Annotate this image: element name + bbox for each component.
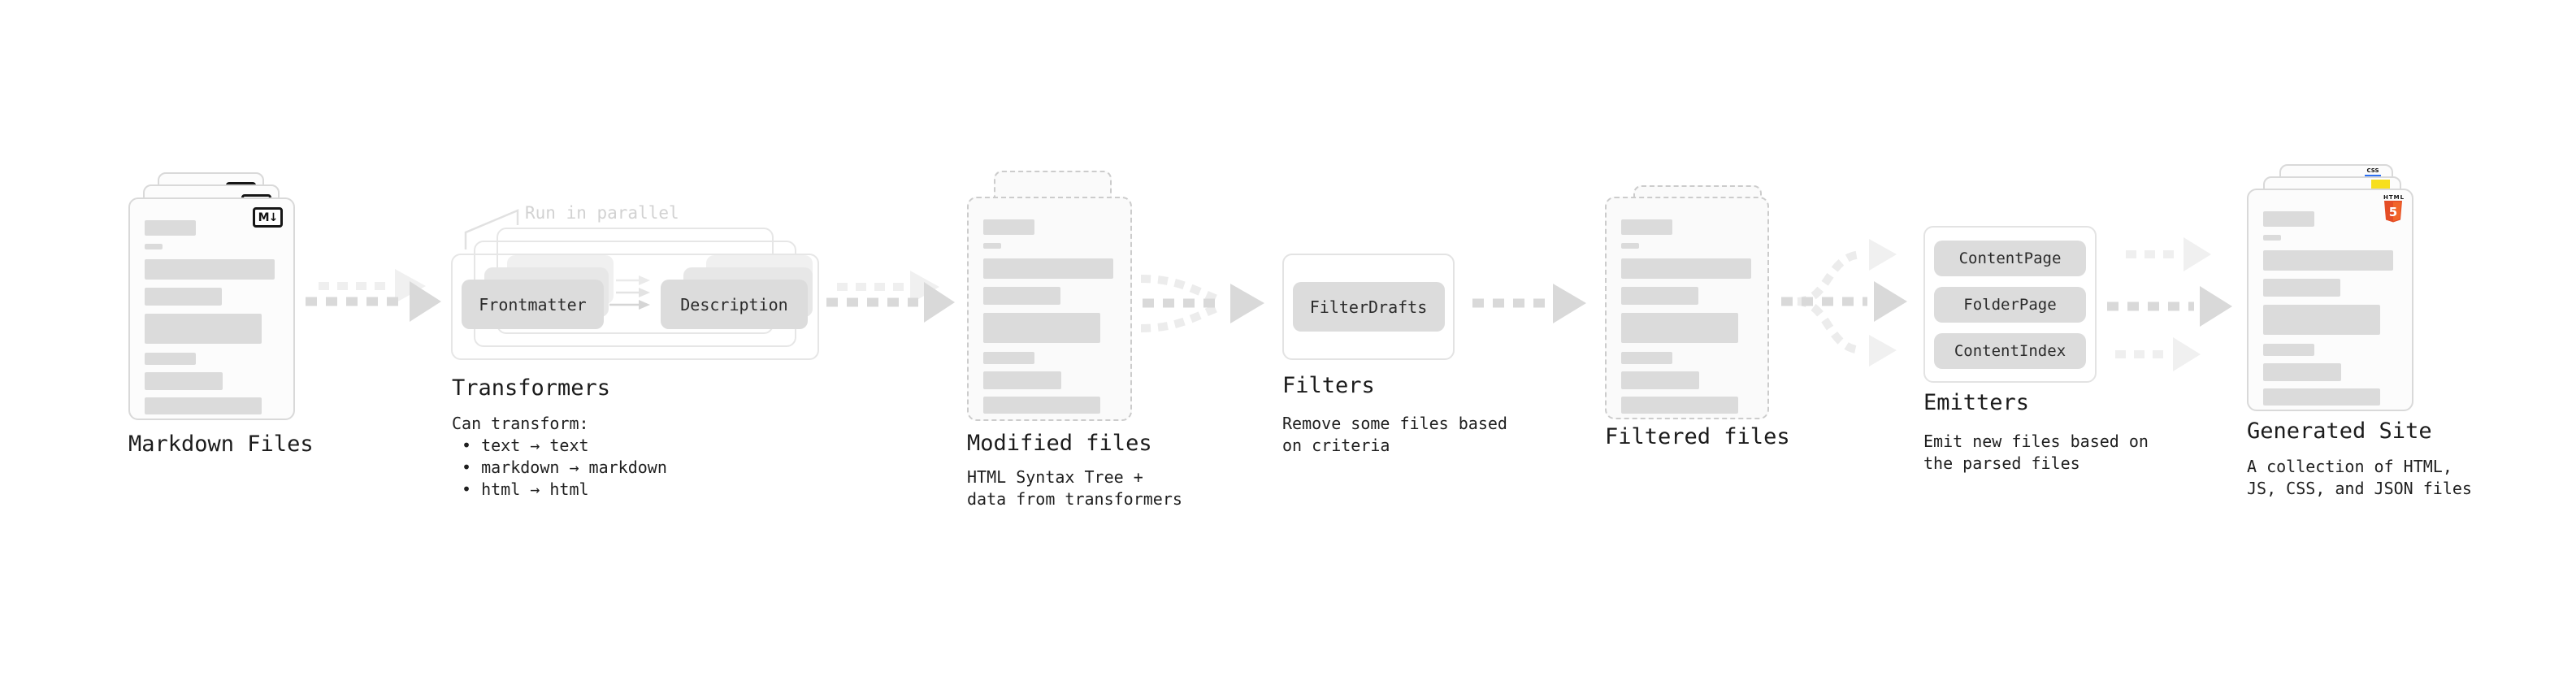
stage-caption-filters: Remove some files based on criteria (1282, 413, 1507, 457)
stage-caption-generated-site: A collection of HTML, JS, CSS, and JSON … (2247, 456, 2472, 500)
text-placeholder-bars (2263, 211, 2393, 406)
caption-line: the parsed files (1923, 453, 2080, 473)
caption-line: Emit new files based on (1923, 432, 2149, 451)
parallel-note: Run in parallel (525, 203, 679, 223)
flow-arrow-merge-into-filters (1140, 275, 1264, 332)
filters-panel: FilterDrafts (1282, 254, 1455, 360)
html5-icon: HTML 5 (2383, 194, 2405, 226)
text-placeholder-bars (145, 220, 275, 414)
stage-caption-emitters: Emit new files based on the parsed files (1923, 431, 2149, 475)
js-icon (2371, 180, 2390, 190)
stage-label-transformers: Transformers (452, 375, 611, 401)
emitter-pill-contentindex: ContentIndex (1934, 332, 2086, 369)
flow-arrow-split-into-emitters (1781, 239, 1907, 367)
flow-arrows-emitters-to-generated (2107, 237, 2232, 371)
stage-label-markdown-files: Markdown Files (128, 432, 314, 457)
caption-line: HTML Syntax Tree + (967, 467, 1143, 487)
stage-label-emitters: Emitters (1923, 390, 2030, 415)
caption-line: A collection of HTML, (2247, 457, 2452, 476)
bullet-item: • html → html (462, 479, 589, 499)
flow-arrow-transformers-to-modified (826, 271, 955, 323)
file-card (967, 197, 1132, 421)
caption-line: on criteria (1282, 436, 1390, 455)
css-icon: CSS (2365, 168, 2381, 177)
caption-line: Remove some files based (1282, 414, 1507, 433)
caption-line: data from transformers (967, 489, 1182, 509)
caption-line: Can transform: (452, 414, 589, 433)
text-placeholder-bars (983, 219, 1113, 414)
transformer-group-outline (451, 254, 819, 360)
flow-arrow-filters-to-filtered (1472, 284, 1586, 323)
flow-arrow-markdown-to-transformers (306, 269, 441, 322)
stage-caption-transformers: Can transform: • text → text • markdown … (452, 413, 667, 501)
text-placeholder-bars (1621, 219, 1751, 414)
stage-label-filters: Filters (1282, 373, 1375, 398)
emitter-pill-contentpage: ContentPage (1934, 240, 2086, 276)
html5-icon-word: HTML (2383, 194, 2405, 201)
file-card: HTML 5 (2247, 189, 2413, 411)
stage-caption-modified-files: HTML Syntax Tree + data from transformer… (967, 466, 1182, 510)
stage-label-filtered-files: Filtered files (1605, 424, 1790, 449)
emitter-pill-folderpage: FolderPage (1934, 286, 2086, 323)
markdown-icon: M↓ (253, 207, 283, 228)
html5-shield: 5 (2384, 201, 2402, 223)
stage-label-modified-files: Modified files (967, 431, 1152, 456)
emitters-panel: ContentPage FolderPage ContentIndex (1923, 226, 2097, 383)
file-card: M↓ (128, 197, 295, 420)
bullet-item: • text → text (462, 436, 589, 455)
stage-label-generated-site: Generated Site (2247, 419, 2432, 444)
bullet-item: • markdown → markdown (462, 458, 667, 477)
transformer-pill-description: Description (661, 280, 808, 329)
transformer-pill-frontmatter: Frontmatter (462, 280, 604, 329)
svg-text:5: 5 (2389, 205, 2397, 219)
file-card (1605, 197, 1769, 419)
caption-line: JS, CSS, and JSON files (2247, 479, 2472, 498)
filter-pill-filterdrafts: FilterDrafts (1292, 282, 1445, 332)
